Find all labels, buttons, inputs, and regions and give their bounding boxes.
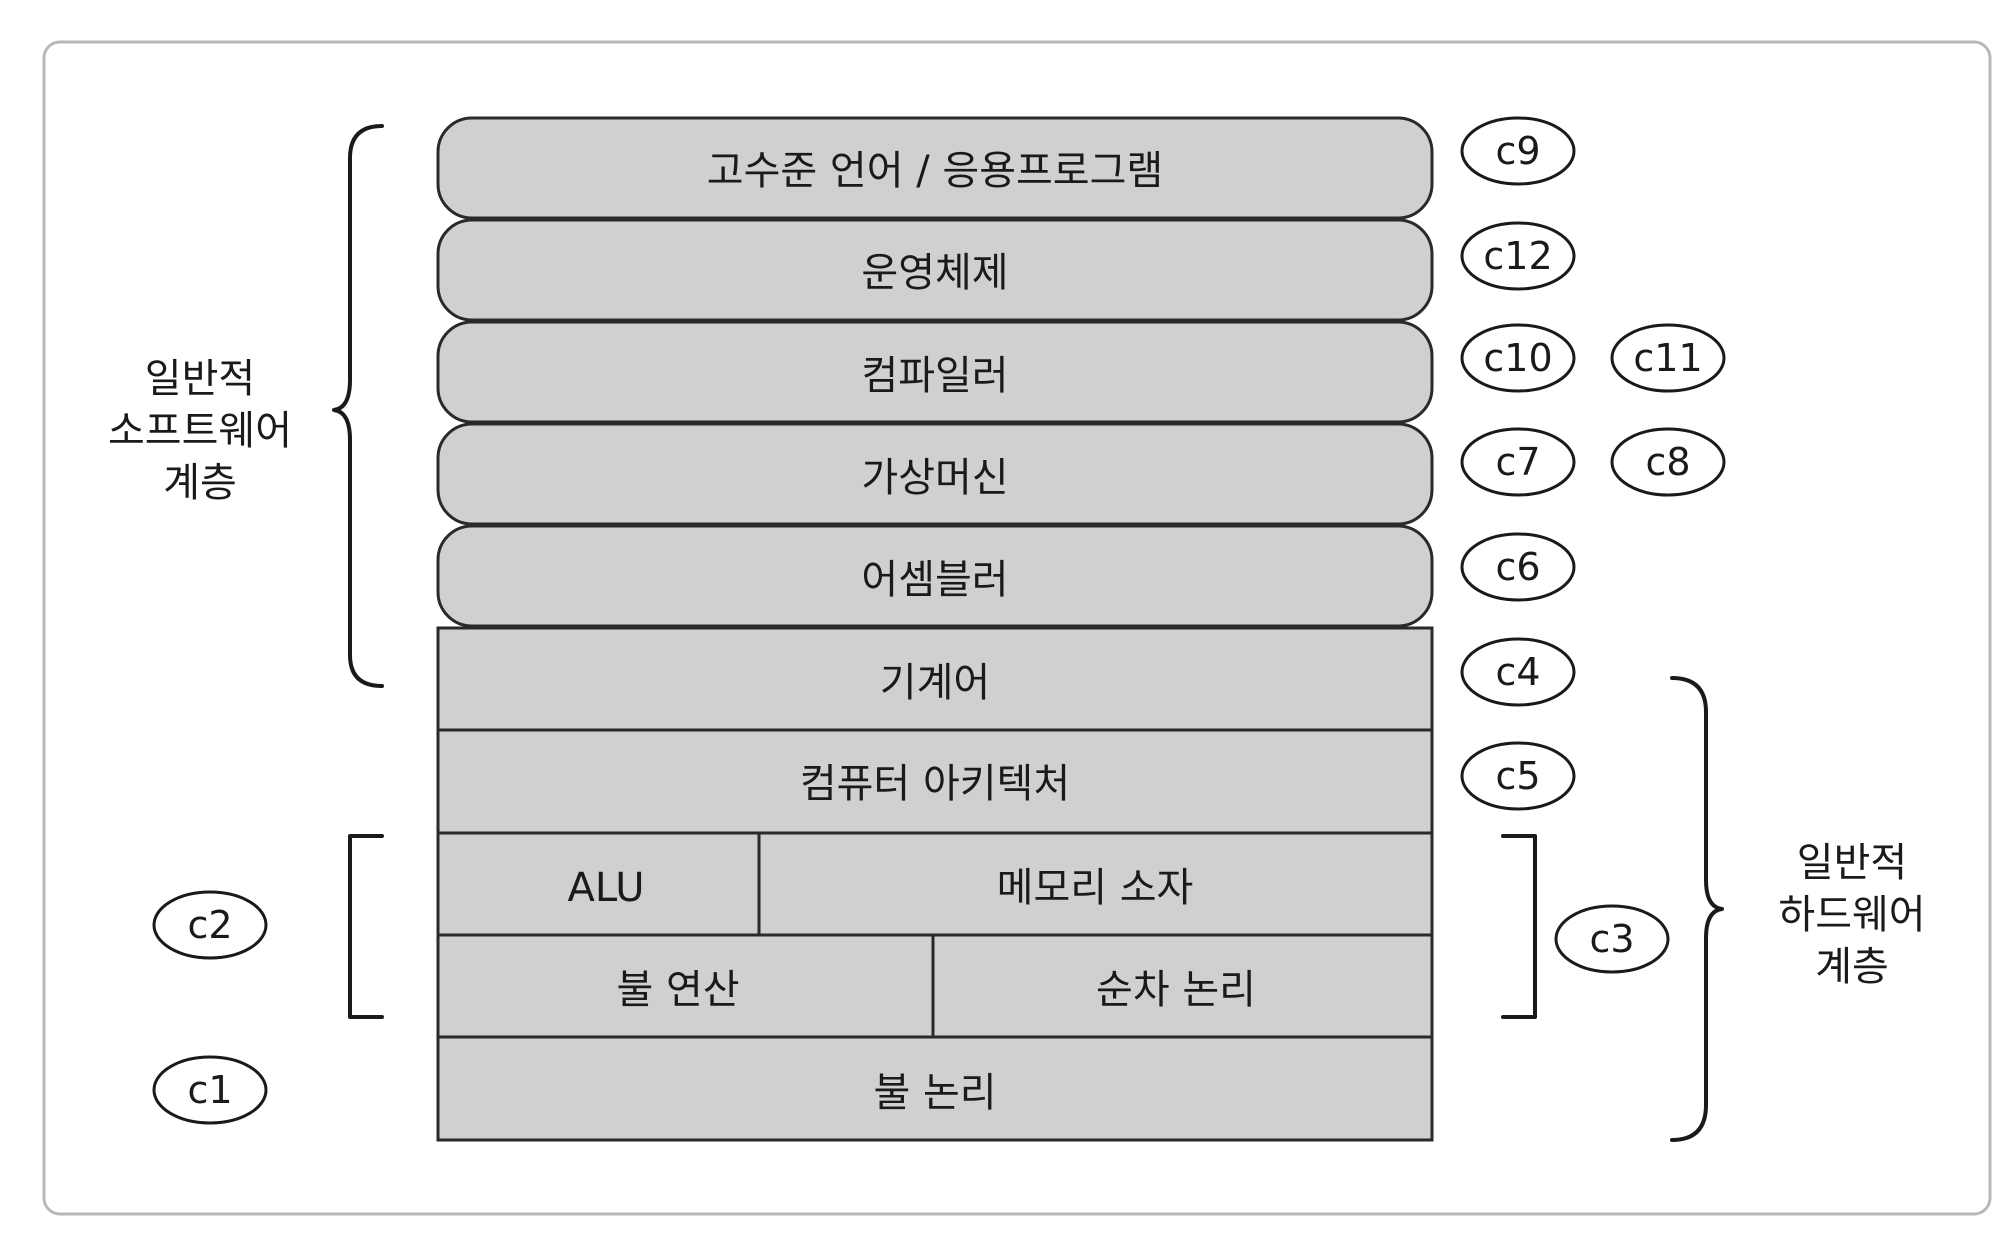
- layer-compiler: 컴파일러: [436, 320, 1434, 424]
- c3-square-bracket: [1501, 834, 1537, 1019]
- layer-operating-system: 운영체제: [436, 218, 1434, 322]
- tag-label: c11: [1633, 336, 1702, 380]
- software-label-line: 계층: [163, 460, 237, 506]
- layer-label: 불 연산: [616, 967, 739, 1013]
- hardware-brace: [1670, 676, 1724, 1142]
- tag-c7: c7: [1460, 427, 1576, 497]
- tag-c1: c1: [152, 1055, 268, 1125]
- layer-label: 순차 논리: [1096, 967, 1256, 1013]
- tag-c2: c2: [152, 890, 268, 960]
- tag-c5: c5: [1460, 741, 1576, 811]
- layer-memory-elements: 메모리 소자: [757, 831, 1434, 937]
- tag-label: c3: [1589, 917, 1634, 961]
- tag-label: c5: [1495, 754, 1540, 798]
- layer-label: 운영체제: [861, 250, 1008, 296]
- software-label-line: 소프트웨어: [108, 408, 292, 454]
- tag-label: c12: [1483, 234, 1552, 278]
- layer-label: 고수준 언어 / 응용프로그램: [707, 148, 1163, 194]
- software-label-line: 일반적: [145, 356, 255, 402]
- tag-label: c6: [1495, 545, 1540, 589]
- hardware-label-line: 하드웨어: [1778, 892, 1925, 938]
- layer-assembler: 어셈블러: [436, 524, 1434, 628]
- layer-boolean-arithmetic: 불 연산: [436, 933, 935, 1039]
- tag-label: c8: [1645, 440, 1690, 484]
- layer-boolean-logic: 불 논리: [436, 1035, 1434, 1142]
- tag-label: c10: [1483, 336, 1552, 380]
- c2-square-bracket: [348, 834, 384, 1019]
- layer-machine-language: 기계어: [436, 626, 1434, 732]
- tag-c9: c9: [1460, 116, 1576, 186]
- layer-label: 메모리 소자: [997, 865, 1194, 911]
- layer-label: ALU: [568, 865, 645, 911]
- layer-label: 어셈블러: [861, 557, 1008, 603]
- layer-computer-architecture: 컴퓨터 아키텍처: [436, 728, 1434, 835]
- tag-label: c2: [187, 903, 232, 947]
- layer-label: 컴파일러: [861, 353, 1008, 399]
- tag-c10: c10: [1460, 323, 1576, 393]
- tag-c8: c8: [1610, 427, 1726, 497]
- layer-label: 불 논리: [873, 1070, 996, 1116]
- layer-virtual-machine: 가상머신: [436, 422, 1434, 526]
- software-layer-label: 일반적 소프트웨어 계층: [108, 356, 292, 506]
- software-brace: [332, 124, 384, 688]
- tag-label: c7: [1495, 440, 1540, 484]
- tag-c6: c6: [1460, 532, 1576, 602]
- tag-c12: c12: [1460, 221, 1576, 291]
- tag-label: c4: [1495, 650, 1540, 694]
- layer-alu: ALU: [436, 831, 761, 937]
- hardware-label-line: 일반적: [1797, 840, 1907, 886]
- hardware-layer-label: 일반적 하드웨어 계층: [1778, 840, 1925, 990]
- layer-label: 컴퓨터 아키텍처: [800, 761, 1070, 807]
- tag-c4: c4: [1460, 637, 1576, 707]
- tag-c11: c11: [1610, 323, 1726, 393]
- tag-c3: c3: [1554, 904, 1670, 974]
- tag-label: c9: [1495, 129, 1540, 173]
- layer-high-level-language: 고수준 언어 / 응용프로그램: [436, 116, 1434, 220]
- tag-label: c1: [187, 1068, 232, 1112]
- layer-label: 가상머신: [861, 455, 1008, 501]
- layer-label: 기계어: [880, 660, 990, 706]
- layer-sequential-logic: 순차 논리: [931, 933, 1434, 1039]
- hardware-label-line: 계층: [1815, 944, 1889, 990]
